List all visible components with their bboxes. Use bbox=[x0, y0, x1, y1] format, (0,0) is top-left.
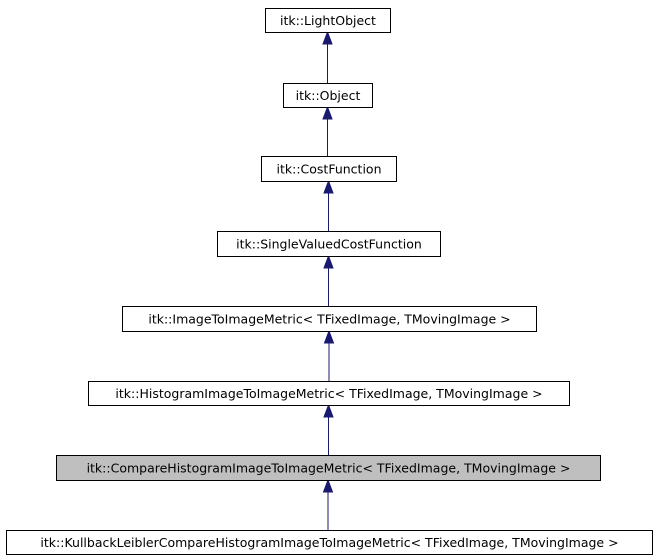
inheritance-arrowhead bbox=[323, 254, 334, 269]
class-node[interactable]: itk::LightObject bbox=[265, 8, 391, 33]
class-node-label: itk::CompareHistogramImageToImageMetric<… bbox=[87, 461, 571, 476]
class-node-box[interactable] bbox=[283, 83, 373, 108]
class-node-label: itk::LightObject bbox=[280, 13, 376, 28]
class-node[interactable]: itk::CostFunction bbox=[261, 156, 397, 182]
class-node-box bbox=[56, 455, 601, 481]
class-node-label: itk::Object bbox=[296, 88, 361, 103]
inheritance-arrowhead bbox=[322, 478, 334, 493]
class-node[interactable]: itk::KullbackLeiblerCompareHistogramImag… bbox=[6, 530, 653, 555]
inheritance-arrowhead bbox=[323, 403, 334, 418]
nodes-layer: itk::LightObjectitk::Objectitk::CostFunc… bbox=[6, 8, 653, 555]
class-node[interactable]: itk::Object bbox=[283, 83, 373, 108]
class-node-label: itk::CostFunction bbox=[277, 162, 382, 177]
inheritance-arrowhead bbox=[323, 179, 334, 194]
class-node-label: itk::HistogramImageToImageMetric< TFixed… bbox=[115, 386, 542, 401]
class-node-box[interactable] bbox=[217, 231, 441, 257]
edges-layer bbox=[322, 30, 335, 530]
class-node[interactable]: itk::SingleValuedCostFunction bbox=[217, 231, 441, 257]
class-node-label: itk::ImageToImageMetric< TFixedImage, TM… bbox=[148, 312, 510, 327]
inheritance-arrowhead bbox=[323, 329, 335, 344]
class-node-box[interactable] bbox=[122, 306, 537, 332]
class-node[interactable]: itk::ImageToImageMetric< TFixedImage, TM… bbox=[122, 306, 537, 332]
class-node-box[interactable] bbox=[6, 530, 653, 555]
class-node-box[interactable] bbox=[265, 8, 391, 33]
class-node[interactable]: itk::HistogramImageToImageMetric< TFixed… bbox=[88, 381, 570, 406]
class-node-box[interactable] bbox=[261, 156, 397, 182]
inheritance-arrowhead bbox=[322, 30, 333, 45]
class-node-label: itk::KullbackLeiblerCompareHistogramImag… bbox=[40, 535, 618, 550]
class-node-current: itk::CompareHistogramImageToImageMetric<… bbox=[56, 455, 601, 481]
class-node-label: itk::SingleValuedCostFunction bbox=[236, 237, 422, 252]
class-node-box[interactable] bbox=[88, 381, 570, 406]
inheritance-arrowhead bbox=[322, 105, 333, 120]
